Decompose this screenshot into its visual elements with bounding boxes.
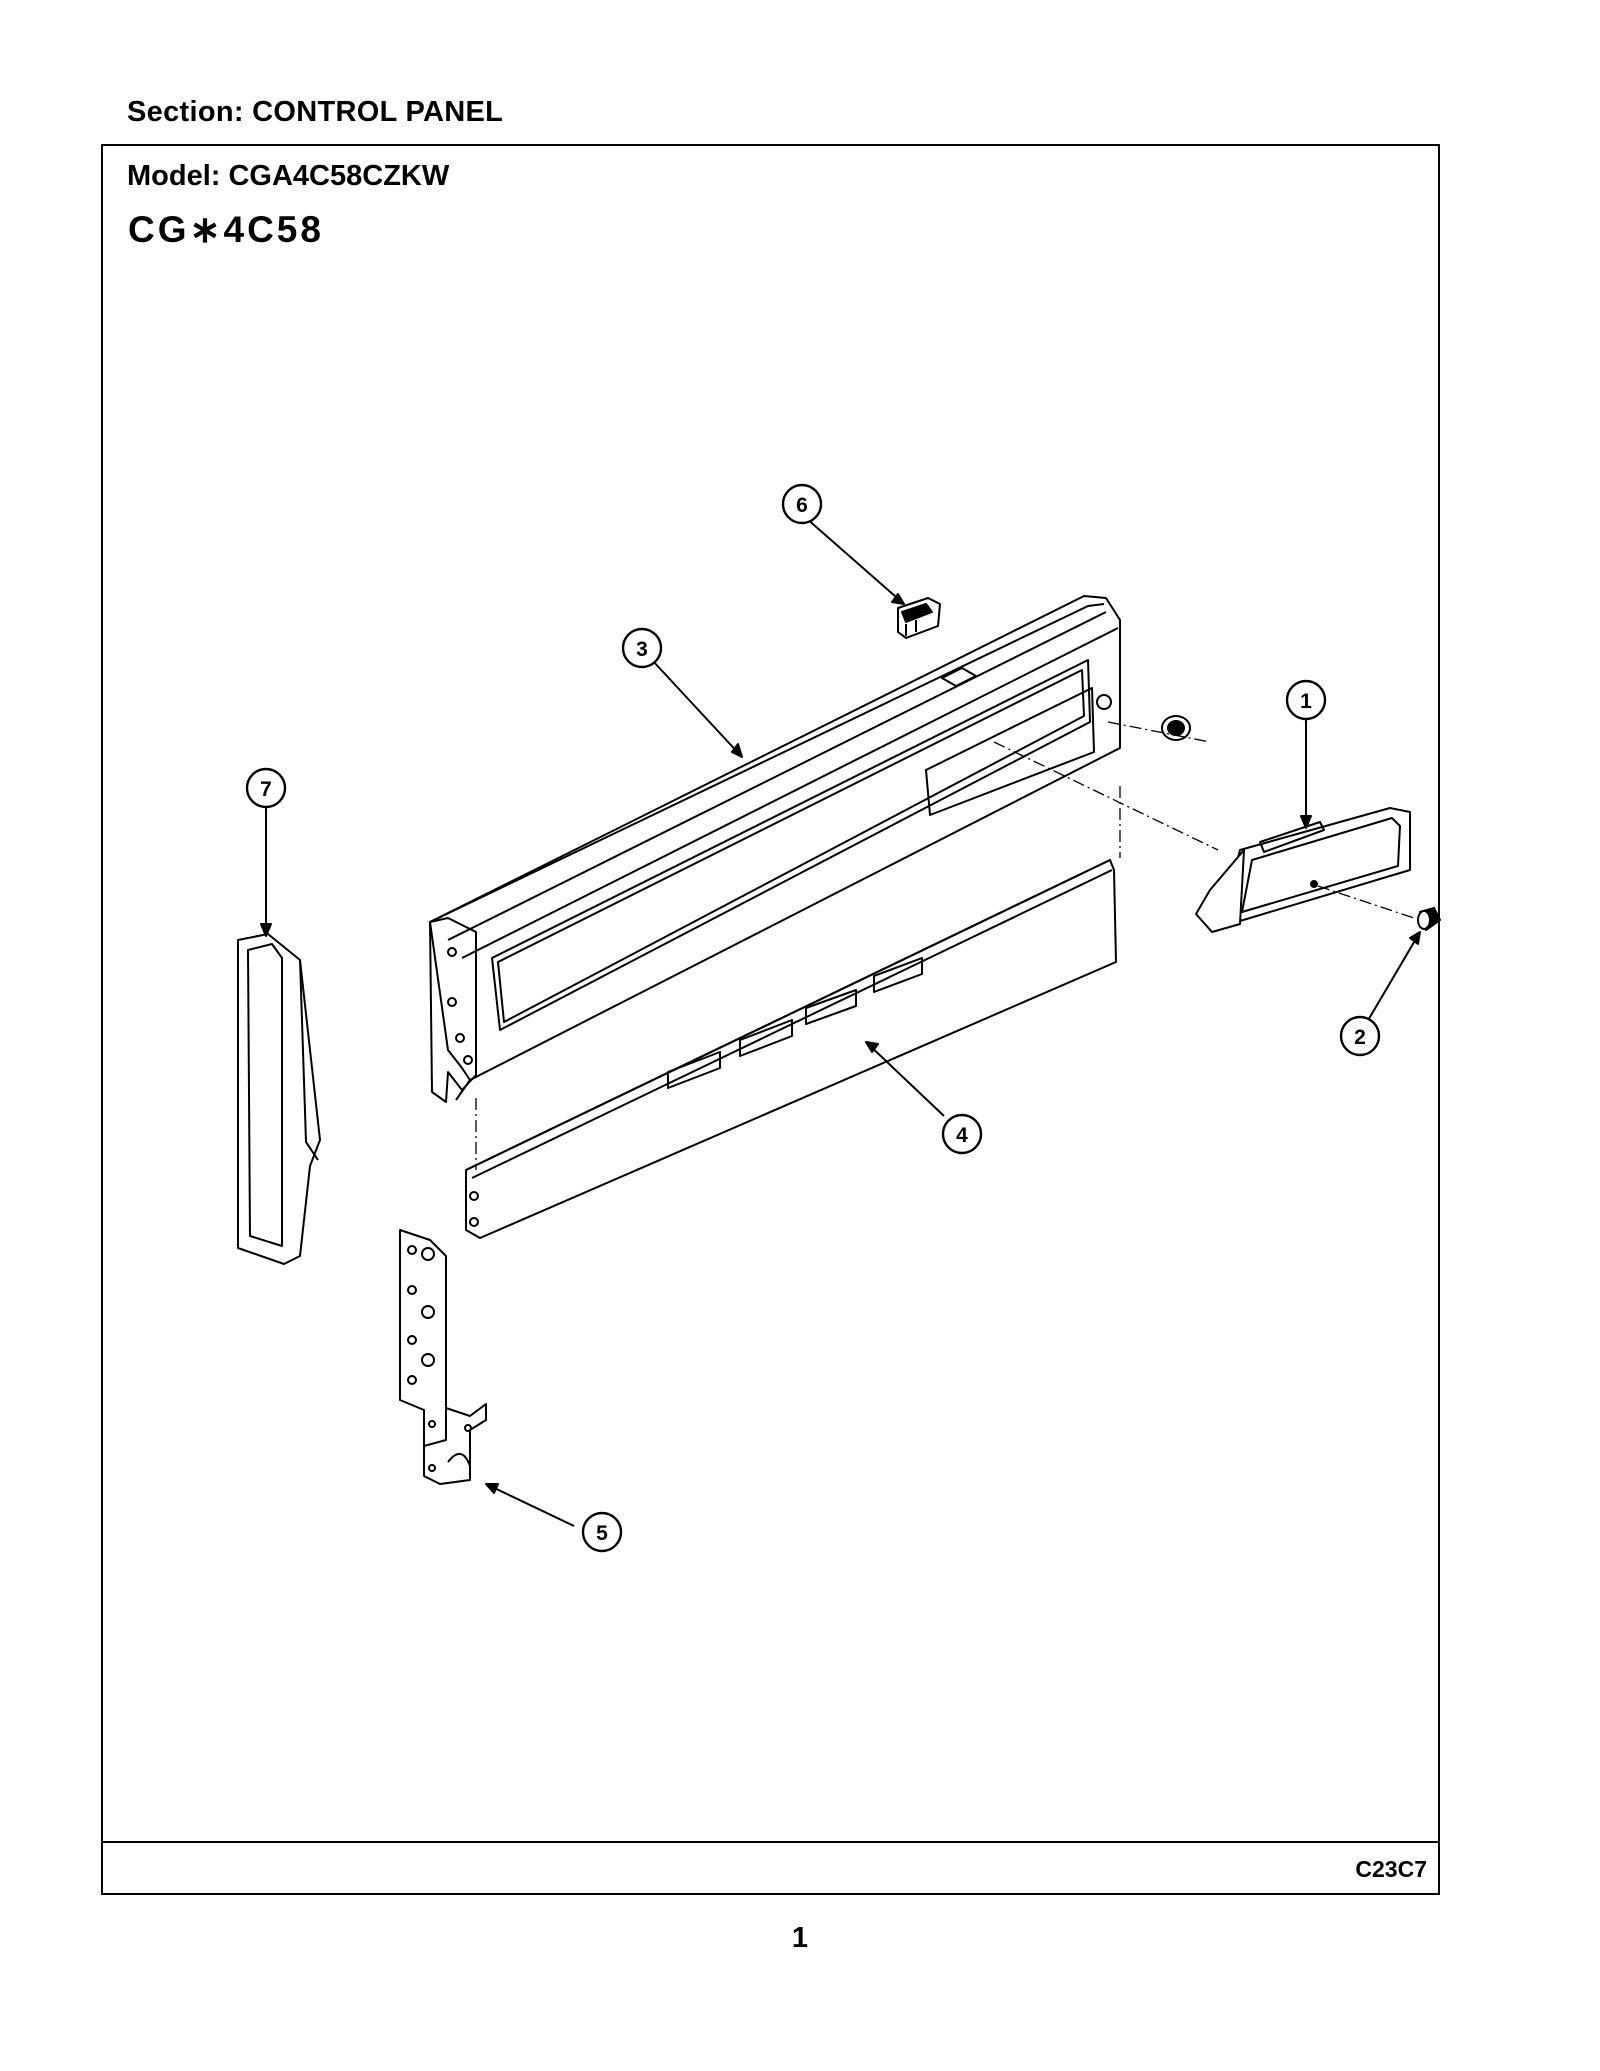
right-end-cap (1195, 807, 1411, 933)
left-end-cap (237, 933, 321, 1265)
lower-trim-panel (465, 859, 1117, 1239)
alignment-lines (475, 721, 1415, 1170)
mounting-bracket (399, 1229, 487, 1485)
drawing-code: C23C7 (1355, 1856, 1427, 1882)
callout-4: 4 (956, 1124, 968, 1147)
callout-5: 5 (596, 1522, 608, 1545)
callout-2: 2 (1354, 1026, 1366, 1049)
section-title: Section: CONTROL PANEL (127, 96, 504, 128)
callout-6: 6 (796, 494, 808, 517)
model-code: CG∗4C58 (128, 209, 324, 250)
diagram-frame (101, 144, 1440, 1895)
leader-lines (260, 517, 1421, 1527)
small-knob (1417, 907, 1441, 931)
rocker-switch (897, 597, 941, 639)
control-panel-backguard (429, 595, 1121, 1103)
footer-divider (101, 1841, 1440, 1843)
model-title: Model: CGA4C58CZKW (127, 160, 450, 192)
callout-circles (245, 483, 1381, 1553)
callout-3: 3 (636, 638, 648, 661)
callout-7: 7 (260, 778, 272, 801)
callout-1: 1 (1300, 690, 1312, 713)
panel-knob (1161, 715, 1191, 741)
page-number: 1 (791, 1922, 809, 1954)
